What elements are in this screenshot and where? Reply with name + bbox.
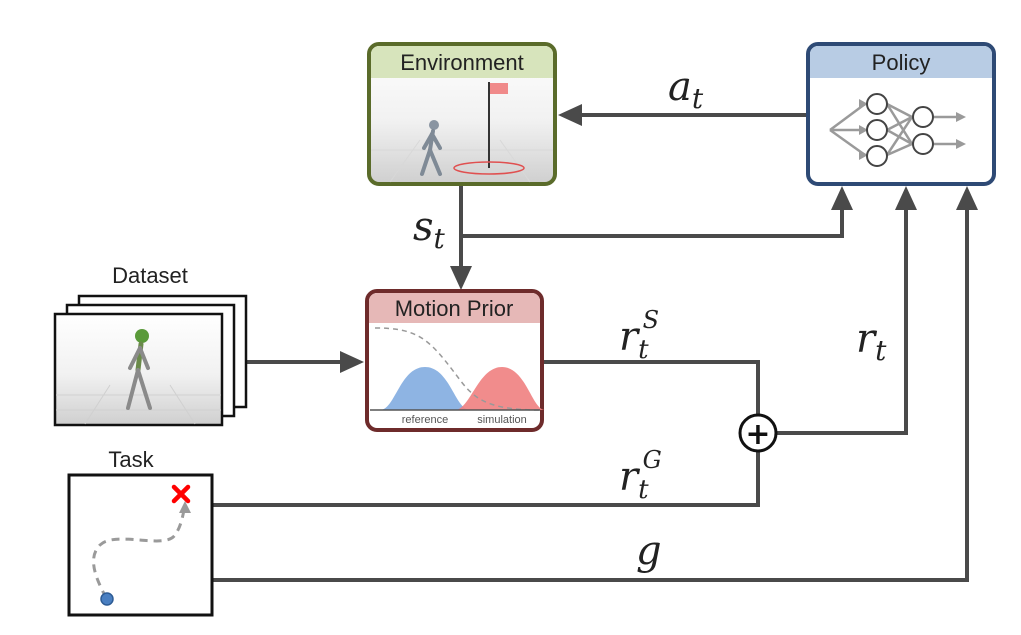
goal-label: g bbox=[636, 528, 662, 574]
action-label: at bbox=[668, 64, 704, 115]
reward-to-policy-line bbox=[777, 208, 908, 435]
state-label: st bbox=[413, 204, 446, 255]
environment-floor-grid bbox=[371, 139, 553, 183]
flag-icon bbox=[490, 83, 508, 94]
goal-to-policy-line bbox=[212, 208, 969, 582]
style-reward-label: rtS bbox=[619, 306, 659, 365]
task-reward-line bbox=[212, 452, 760, 507]
state-to-policy-arrowhead bbox=[831, 186, 853, 210]
neural-network-icon bbox=[829, 93, 966, 167]
task-box: Task bbox=[67, 447, 214, 617]
dataset-arrowhead bbox=[340, 351, 364, 373]
task-trajectory bbox=[92, 509, 186, 599]
reward-label: rt bbox=[856, 316, 887, 367]
simulation-distribution bbox=[455, 367, 545, 410]
goal-to-policy-arrowhead bbox=[956, 186, 978, 210]
environment-title: Environment bbox=[400, 50, 524, 75]
target-ring bbox=[453, 161, 525, 175]
policy-header bbox=[810, 46, 992, 78]
sum-node: + bbox=[738, 413, 778, 453]
connectors bbox=[212, 104, 978, 582]
start-position-icon bbox=[100, 592, 114, 606]
sum-circle bbox=[738, 413, 778, 453]
state-arrowhead bbox=[450, 266, 472, 290]
task-reward-label: rtG bbox=[619, 446, 662, 505]
motion-prior-box: Motion Prior reference simulation bbox=[365, 289, 545, 432]
reward-to-policy-arrowhead bbox=[895, 186, 917, 210]
policy-box: Policy bbox=[806, 42, 996, 186]
environment-header bbox=[371, 46, 553, 78]
motion-prior-header bbox=[369, 293, 540, 323]
state-to-policy-line bbox=[461, 208, 844, 238]
trajectory-arrowhead bbox=[179, 501, 191, 513]
environment-frame bbox=[367, 42, 557, 186]
task-frame bbox=[67, 473, 214, 617]
walking-character-icon bbox=[420, 120, 442, 176]
policy-title: Policy bbox=[872, 50, 931, 75]
dataset-stack: Dataset bbox=[53, 263, 248, 427]
style-reward-line bbox=[542, 360, 760, 416]
motion-capture-character-icon bbox=[126, 329, 152, 410]
reference-distribution bbox=[380, 367, 470, 410]
environment-box: Environment bbox=[367, 42, 557, 186]
dataset-title: Dataset bbox=[112, 263, 188, 288]
simulation-label: simulation bbox=[477, 414, 527, 426]
goal-x-icon bbox=[171, 484, 191, 504]
discriminator-curve bbox=[374, 327, 541, 411]
reference-label: reference bbox=[402, 414, 448, 426]
plus-icon: + bbox=[745, 417, 770, 452]
dataset-floor-grid bbox=[56, 384, 221, 425]
task-title: Task bbox=[108, 447, 154, 472]
motion-prior-title: Motion Prior bbox=[395, 296, 514, 321]
action-arrowhead bbox=[558, 104, 582, 126]
